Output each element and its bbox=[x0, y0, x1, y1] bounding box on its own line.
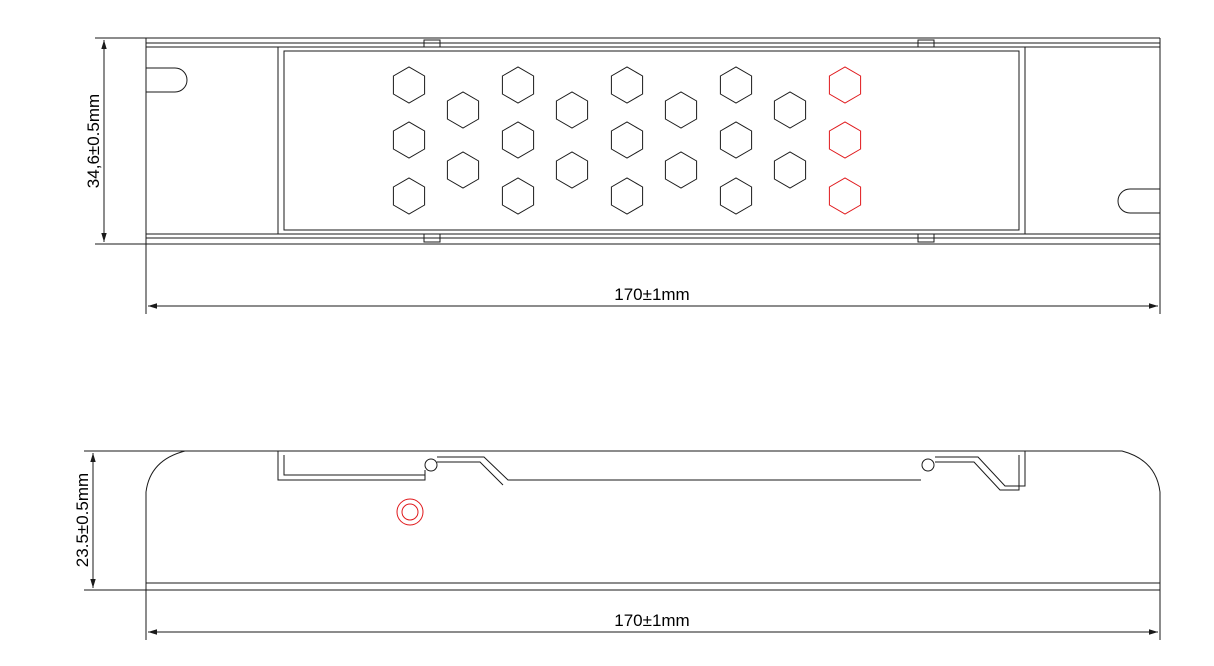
vent-hexagon bbox=[773, 151, 807, 189]
vent-hexagon bbox=[664, 91, 698, 129]
side-width-dimension-label: 170±1mm bbox=[614, 611, 689, 630]
ventilation-holes bbox=[392, 66, 862, 215]
side-body-outline bbox=[145, 450, 1161, 591]
cover-profile-left-inner bbox=[283, 455, 425, 476]
indicator-outer-circle bbox=[396, 498, 424, 526]
highlighted-vent-hexagon bbox=[828, 121, 862, 159]
cover-profile-mid-inner bbox=[437, 461, 504, 486]
height-dimension-label: 34,6±0.5mm bbox=[84, 94, 103, 188]
indicator-inner-circle bbox=[401, 503, 419, 521]
vent-hexagon bbox=[501, 66, 535, 104]
vent-hexagon bbox=[555, 151, 589, 189]
vent-hexagon bbox=[555, 91, 589, 129]
vent-hexagon bbox=[501, 121, 535, 159]
highlighted-vent-hexagon bbox=[828, 177, 862, 215]
vent-hexagon bbox=[719, 177, 753, 215]
vent-hexagon bbox=[719, 66, 753, 104]
vent-hexagon bbox=[501, 177, 535, 215]
cover-profile-right bbox=[935, 451, 1026, 487]
cover-plate-inner bbox=[283, 50, 1020, 231]
tab-bottom-right bbox=[917, 233, 935, 243]
mounting-slot-left bbox=[146, 67, 188, 93]
tab-top-right bbox=[917, 39, 935, 48]
cover-profile-mid bbox=[437, 456, 921, 481]
cover-profile-left bbox=[277, 451, 426, 481]
top-view: 34,6±0.5mm bbox=[84, 37, 1161, 245]
vent-hexagon bbox=[446, 151, 480, 189]
side-height-dimension-label: 23.5±0.5mm bbox=[73, 473, 92, 567]
hinge-circle-right bbox=[921, 458, 935, 472]
vent-hexagon bbox=[773, 91, 807, 129]
vent-hexagon bbox=[664, 151, 698, 189]
vent-hexagon bbox=[719, 121, 753, 159]
top-width-dimension: 170±1mm bbox=[145, 244, 1161, 314]
cover-plate bbox=[277, 46, 1026, 235]
vent-hexagon bbox=[392, 66, 426, 104]
vent-hexagon bbox=[446, 91, 480, 129]
highlighted-vent-hexagon bbox=[828, 66, 862, 104]
vent-hexagon bbox=[392, 121, 426, 159]
tab-bottom-left bbox=[423, 233, 441, 243]
hinge-circle-left bbox=[424, 458, 438, 472]
vent-hexagon bbox=[392, 177, 426, 215]
vent-hexagon bbox=[610, 121, 644, 159]
cover-profile-right-inner bbox=[935, 455, 1020, 491]
vent-hexagon bbox=[610, 177, 644, 215]
vent-hexagon bbox=[610, 66, 644, 104]
side-view: 23.5±0.5mm bbox=[73, 450, 1161, 591]
width-dimension-label: 170±1mm bbox=[614, 285, 689, 304]
mounting-slot-right bbox=[1117, 188, 1160, 214]
side-width-dimension: 170±1mm bbox=[145, 590, 1161, 640]
tab-top-left bbox=[423, 39, 441, 48]
